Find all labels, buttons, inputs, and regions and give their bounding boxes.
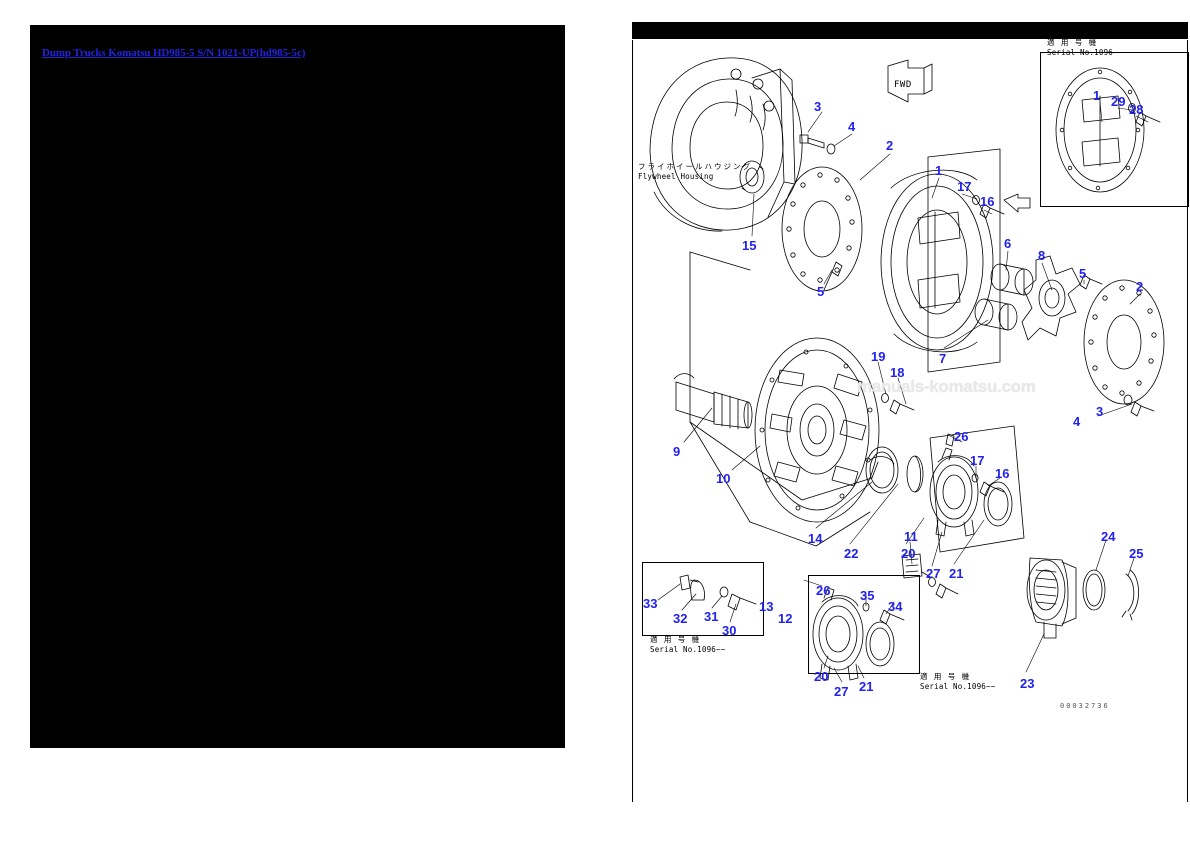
serial-box-bottom-left xyxy=(642,562,764,636)
callout-number: 3 xyxy=(1096,404,1104,419)
label-serial-top-right: 適 用 号 機 Serial No.1096~~ xyxy=(1047,38,1122,58)
callout-number: 15 xyxy=(742,238,757,253)
callout-number: 6 xyxy=(1004,236,1012,251)
page-header-bar xyxy=(632,22,1188,39)
callout-number: 28 xyxy=(1129,102,1144,117)
label-serial-bottom-left-jp: 適 用 号 機 xyxy=(650,635,702,644)
site-watermark: manuals-komatsu.com xyxy=(857,377,1036,396)
label-serial-top-right-en: Serial No.1096~~ xyxy=(1047,48,1123,58)
callout-number: 3 xyxy=(814,99,822,114)
label-serial-top-right-jp: 適 用 号 機 xyxy=(1047,38,1099,47)
callout-number: 27 xyxy=(834,684,849,699)
callout-number: 35 xyxy=(860,588,875,603)
label-serial-bottom-middle: 適 用 号 機 Serial No.1096~~ xyxy=(920,672,995,692)
callout-number: 21 xyxy=(949,566,964,581)
callout-number: 2 xyxy=(886,138,894,153)
callout-number: 1 xyxy=(1093,88,1101,103)
callout-number: 10 xyxy=(716,471,731,486)
callout-number: 4 xyxy=(848,119,856,134)
catalog-title-link[interactable]: Dump Trucks Komatsu HD985-5 S/N 1021-UP(… xyxy=(42,47,306,59)
callout-number: 13 xyxy=(759,599,774,614)
fwd-direction-label: FWD xyxy=(894,80,912,90)
callout-number: 5 xyxy=(1079,266,1087,281)
callout-number: 4 xyxy=(1073,414,1081,429)
callout-number: 7 xyxy=(939,351,947,366)
callout-number: 11 xyxy=(904,529,918,544)
callout-number: 5 xyxy=(817,284,825,299)
callout-number: 16 xyxy=(980,194,995,209)
parts-diagram-page: FWD フライホイールハウジング Flywheel Housing 適 用 号 … xyxy=(632,22,1189,802)
parts-illustration xyxy=(649,57,1165,683)
callout-number: 29 xyxy=(1111,94,1126,109)
callout-number: 17 xyxy=(970,453,985,468)
callout-number: 27 xyxy=(926,566,941,581)
label-flywheel-housing-en: Flywheel Housing xyxy=(638,172,714,182)
callout-number: 19 xyxy=(871,349,886,364)
callout-number: 34 xyxy=(888,599,903,614)
callout-number: 16 xyxy=(995,466,1010,481)
document-code: 00032736 xyxy=(1060,702,1110,710)
callout-number: 9 xyxy=(673,444,681,459)
callout-number: 24 xyxy=(1101,529,1116,544)
callout-number: 32 xyxy=(673,611,688,626)
preview-pane: Dump Trucks Komatsu HD985-5 S/N 1021-UP(… xyxy=(30,25,565,748)
serial-box-bottom-middle xyxy=(808,575,920,674)
label-serial-bottom-left: 適 用 号 機 Serial No.1096~~ xyxy=(650,635,725,655)
callout-number: 17 xyxy=(957,179,972,194)
callout-number: 8 xyxy=(1038,248,1046,263)
callout-number: 33 xyxy=(643,596,658,611)
page-border-left xyxy=(632,40,633,802)
label-serial-bottom-left-en: Serial No.1096~~ xyxy=(650,645,726,655)
callout-number: 26 xyxy=(954,429,969,444)
callout-number: 26 xyxy=(816,583,831,598)
callout-number: 20 xyxy=(901,546,916,561)
page-border-right xyxy=(1187,40,1188,802)
label-serial-bottom-middle-en: Serial No.1096~~ xyxy=(920,682,996,692)
callout-number: 30 xyxy=(722,623,737,638)
callout-number: 25 xyxy=(1129,546,1144,561)
serial-box-top-right xyxy=(1040,52,1189,207)
callout-number: 21 xyxy=(859,679,874,694)
callout-number: 12 xyxy=(778,611,793,626)
callout-number: 23 xyxy=(1020,676,1035,691)
callout-number: 31 xyxy=(704,609,719,624)
callout-number: 14 xyxy=(808,531,823,546)
callout-number: 18 xyxy=(890,365,905,380)
callout-number: 22 xyxy=(844,546,859,561)
callout-number: 1 xyxy=(935,163,943,178)
label-serial-bottom-middle-jp: 適 用 号 機 xyxy=(920,672,972,681)
callout-number: 20 xyxy=(814,669,829,684)
callout-number: 2 xyxy=(1136,279,1144,294)
label-flywheel-housing: フライホイールハウジング Flywheel Housing xyxy=(638,162,752,182)
label-flywheel-housing-jp: フライホイールハウジング xyxy=(638,162,752,171)
